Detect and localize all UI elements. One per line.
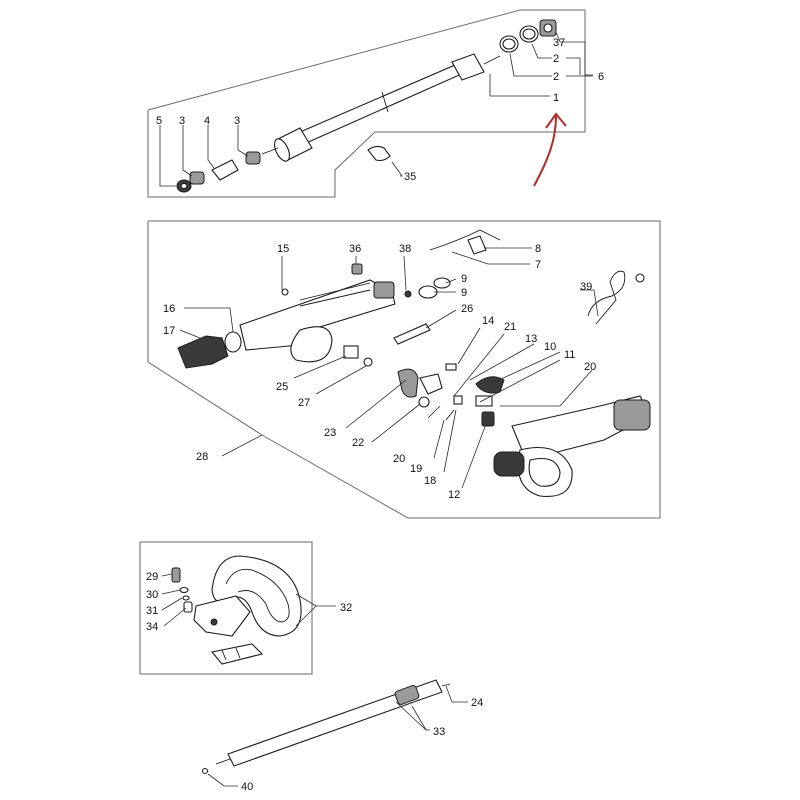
cable-clip-8 bbox=[467, 235, 487, 255]
spring-11 bbox=[475, 395, 493, 407]
callout-16: 16 bbox=[163, 303, 175, 315]
bearing-3b bbox=[245, 151, 261, 165]
shaft-4 bbox=[211, 159, 239, 181]
clip-35 bbox=[367, 145, 391, 162]
handle-body bbox=[239, 279, 396, 351]
callout-24: 24 bbox=[471, 697, 483, 709]
callout-31: 31 bbox=[146, 605, 158, 617]
callout-32: 32 bbox=[340, 602, 352, 614]
callout-13: 13 bbox=[525, 333, 537, 345]
pin-40 bbox=[201, 767, 209, 775]
callout-2b: 2 bbox=[553, 71, 559, 83]
rod-26 bbox=[393, 323, 431, 345]
callout-3a: 3 bbox=[179, 115, 185, 127]
callout-18: 18 bbox=[424, 475, 436, 487]
part-21 bbox=[453, 395, 463, 405]
callout-15: 15 bbox=[277, 243, 289, 255]
screw-15 bbox=[281, 288, 289, 296]
callout-3b: 3 bbox=[234, 115, 240, 127]
callout-21: 21 bbox=[504, 321, 516, 333]
bushing-33 bbox=[394, 685, 420, 705]
handle-trigger-guard bbox=[290, 326, 333, 363]
callout-28: 28 bbox=[196, 451, 208, 463]
grip-cap-17 bbox=[177, 335, 229, 369]
callout-2a: 2 bbox=[553, 53, 559, 65]
pin-27 bbox=[363, 357, 373, 367]
bearing-3a bbox=[189, 171, 205, 185]
callout-39: 39 bbox=[580, 281, 592, 293]
callout-8: 8 bbox=[535, 243, 541, 255]
red-arrow bbox=[533, 115, 557, 187]
o-ring-9a bbox=[433, 277, 451, 289]
lever-25 bbox=[343, 345, 359, 359]
callout-7: 7 bbox=[535, 259, 541, 271]
callout-20b: 20 bbox=[584, 361, 596, 373]
callout-26: 26 bbox=[461, 303, 473, 315]
inner-shaft-24 bbox=[227, 679, 443, 767]
inner-shaft-panel: 24 33 40 bbox=[201, 679, 483, 793]
callout-10: 10 bbox=[544, 341, 556, 353]
harness-39 bbox=[587, 270, 626, 325]
button-12 bbox=[481, 411, 495, 427]
spacer-34 bbox=[183, 601, 193, 613]
pin-14 bbox=[445, 363, 457, 371]
callout-25: 25 bbox=[276, 381, 288, 393]
callout-38: 38 bbox=[399, 243, 411, 255]
shaft-ferrule-right bbox=[451, 53, 485, 81]
nut-36 bbox=[351, 263, 363, 275]
spring-22 bbox=[418, 396, 430, 408]
callout-14: 14 bbox=[482, 315, 494, 327]
callout-9a: 9 bbox=[461, 273, 467, 285]
washer-30 bbox=[179, 586, 189, 594]
loop-handle-panel: 29 30 31 34 32 bbox=[139, 541, 352, 675]
callout-33: 33 bbox=[433, 726, 445, 738]
callout-37: 37 bbox=[553, 37, 565, 49]
callout-12: 12 bbox=[448, 489, 460, 501]
pin-38 bbox=[404, 290, 412, 298]
clamp-lower bbox=[210, 643, 264, 665]
callout-20a: 20 bbox=[393, 453, 405, 465]
callout-23: 23 bbox=[324, 427, 336, 439]
throttle-cable-7 bbox=[429, 229, 501, 251]
callout-11: 11 bbox=[564, 349, 575, 361]
callout-17: 17 bbox=[163, 325, 175, 337]
bolt-29 bbox=[171, 567, 181, 583]
callout-5: 5 bbox=[156, 115, 162, 127]
throttle-handle-panel: 15 36 38 8 7 9 9 16 17 26 25 27 14 21 13… bbox=[147, 220, 661, 519]
shaft-assembly-panel: 5 3 4 3 1 2 2 37 6 35 bbox=[147, 9, 604, 198]
callout-4: 4 bbox=[204, 115, 210, 127]
callout-34: 34 bbox=[146, 621, 158, 633]
callout-22: 22 bbox=[352, 437, 364, 449]
o-ring-16 bbox=[224, 331, 242, 353]
callout-6: 6 bbox=[598, 71, 604, 83]
callout-9b: 9 bbox=[461, 287, 467, 299]
callout-40: 40 bbox=[241, 781, 253, 793]
callout-1: 1 bbox=[553, 92, 559, 104]
callout-36: 36 bbox=[349, 243, 361, 255]
lever-23 bbox=[397, 368, 419, 398]
pin-19 bbox=[445, 409, 455, 421]
washer-31 bbox=[182, 595, 190, 601]
callout-27: 27 bbox=[298, 397, 310, 409]
clamp-base bbox=[193, 595, 251, 637]
callout-30: 30 bbox=[146, 589, 158, 601]
callout-29: 29 bbox=[146, 571, 158, 583]
callout-19: 19 bbox=[410, 463, 422, 475]
callout-35: 35 bbox=[404, 171, 416, 183]
